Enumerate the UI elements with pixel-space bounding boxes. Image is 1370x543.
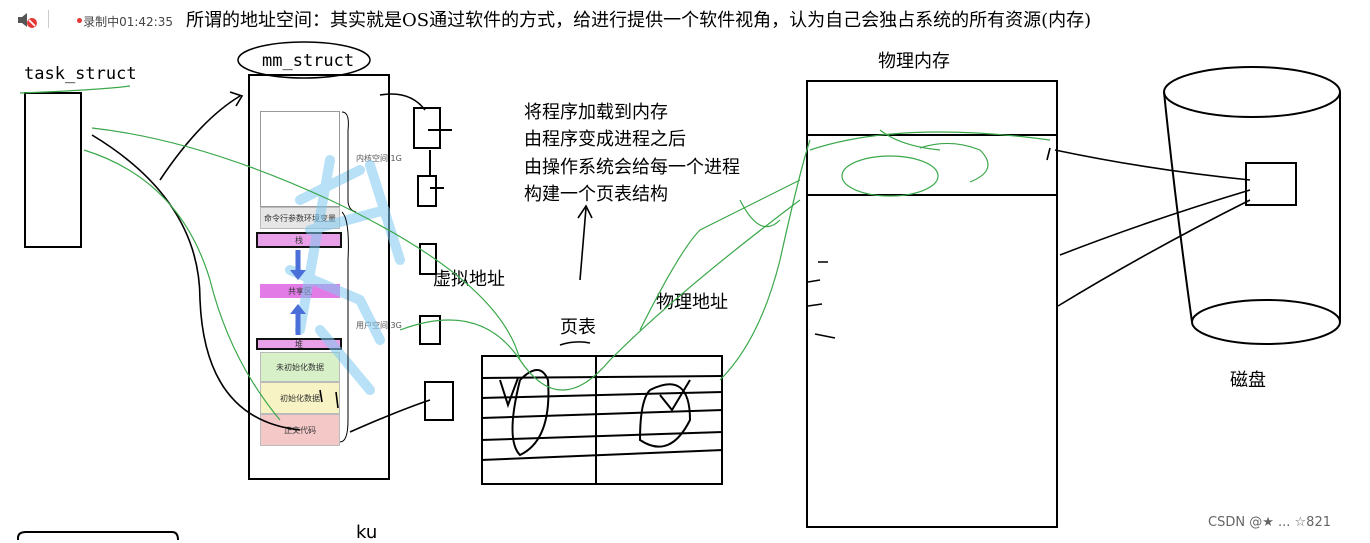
toolbar-divider [48, 10, 49, 28]
recording-timer: •录制中01:42:35 [76, 15, 173, 29]
task-struct-label: task_struct [24, 64, 137, 84]
page-table-box [481, 355, 723, 485]
scribble-text: ku [356, 522, 378, 543]
physical-memory-label: 物理内存 [878, 51, 950, 72]
kernel-space-label: 内核空间 1G [356, 154, 402, 163]
page-table-circles [499, 369, 692, 457]
user-space-label: 用户空间 3G [356, 321, 402, 330]
green-strokes [19, 85, 1051, 421]
watermark: CSDN @★ ... ☆821 [1208, 515, 1331, 530]
small-boxes [413, 107, 454, 421]
disk-label: 磁盘 [1230, 370, 1266, 391]
note-line-3: 由操作系统会给每一个进程 [524, 157, 740, 178]
segment-braces [339, 111, 357, 443]
virtual-address-label: 虚拟地址 [433, 269, 505, 290]
heap-segment: 堆 [256, 338, 342, 350]
note-line-1: 将程序加载到内存 [524, 102, 668, 123]
page-table-grid [480, 355, 724, 485]
physical-address-label: 物理地址 [656, 292, 728, 313]
recording-dot [77, 18, 82, 23]
page-table-label: 页表 [560, 317, 596, 338]
black-arrows [91, 91, 1251, 433]
mm-struct-box [248, 74, 390, 480]
task-struct-box [24, 92, 82, 248]
note-line-2: 由程序变成进程之后 [524, 129, 686, 150]
note-line-4: 构建一个页表结构 [524, 184, 668, 205]
init-data-segment: 初始化数据 [260, 382, 340, 414]
mm-struct-label: mm_struct [262, 51, 355, 71]
growth-arrows [290, 250, 306, 335]
disk-cylinder [1163, 66, 1341, 345]
mm-struct-circle [237, 41, 371, 79]
physical-memory-box [806, 80, 1058, 528]
bottom-left-box [17, 531, 179, 540]
memory-page-frame [806, 134, 1058, 196]
page-heading: 所谓的地址空间：其实就是OS通过软件的方式，给进行提供一个软件视角，认为自己会独… [186, 10, 1092, 31]
blue-scrawl [285, 155, 405, 395]
speaker-muted-icon[interactable] [16, 10, 38, 30]
uninit-data-segment: 未初始化数据 [260, 352, 340, 382]
